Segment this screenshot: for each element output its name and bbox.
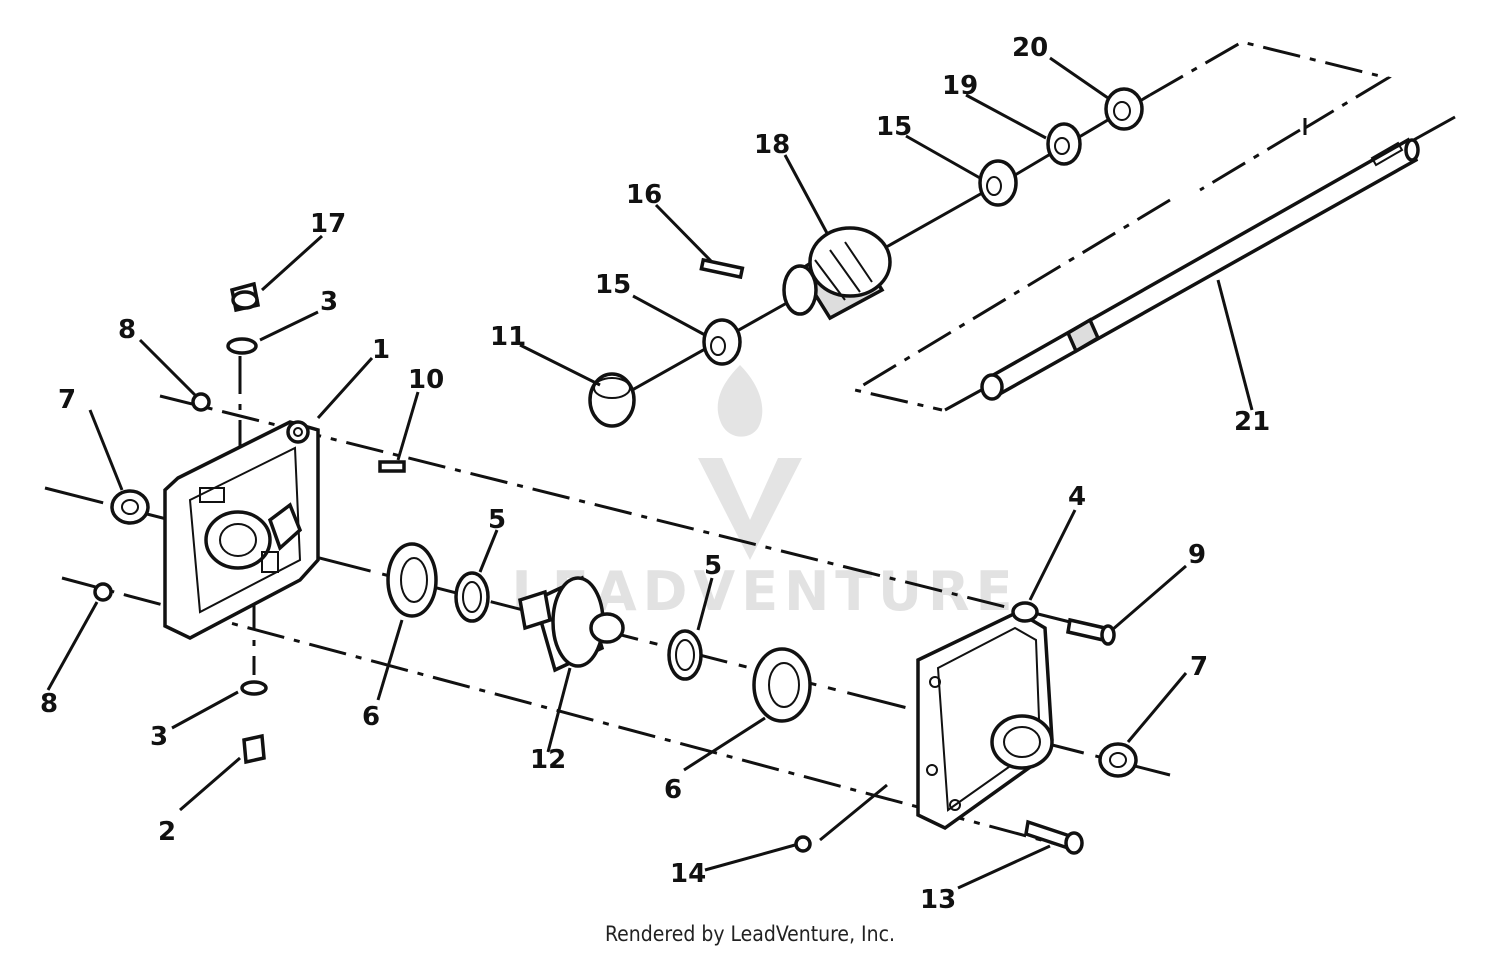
hardware bbox=[93, 257, 1138, 855]
callout-2: 2 bbox=[158, 817, 176, 847]
worm-gear-assembly bbox=[588, 87, 1144, 428]
callout-17: 17 bbox=[310, 209, 346, 239]
callout-19: 19 bbox=[942, 71, 978, 101]
long-shaft bbox=[980, 137, 1420, 401]
callout-21: 21 bbox=[1234, 407, 1270, 437]
callout-5a: 5 bbox=[488, 505, 506, 535]
callout-8b: 8 bbox=[40, 689, 58, 719]
drive-train-parts bbox=[386, 542, 812, 723]
callout-6b: 6 bbox=[664, 775, 682, 805]
callout-20: 20 bbox=[1012, 33, 1048, 63]
left-housing bbox=[163, 420, 320, 640]
callout-12: 12 bbox=[530, 745, 566, 775]
callout-1: 1 bbox=[372, 335, 390, 365]
callout-11: 11 bbox=[490, 322, 526, 352]
render-credit: Rendered by LeadVenture, Inc. bbox=[605, 922, 895, 946]
callout-8a: 8 bbox=[118, 315, 136, 345]
callout-7b: 7 bbox=[1190, 652, 1208, 682]
callout-14: 14 bbox=[670, 859, 706, 889]
callout-13: 13 bbox=[920, 885, 956, 915]
callout-labels: 1 2 3 3 4 5 5 6 6 7 7 8 8 9 10 11 12 13 … bbox=[40, 33, 1270, 915]
callout-16: 16 bbox=[626, 180, 662, 210]
callout-6a: 6 bbox=[362, 702, 380, 732]
callout-3b: 3 bbox=[150, 722, 168, 752]
callout-3a: 3 bbox=[320, 287, 338, 317]
callout-10: 10 bbox=[408, 365, 444, 395]
right-housing bbox=[916, 601, 1054, 831]
callout-9: 9 bbox=[1188, 540, 1206, 570]
callout-5b: 5 bbox=[704, 551, 722, 581]
leader-lines bbox=[46, 56, 1254, 890]
callout-15a: 15 bbox=[595, 270, 631, 300]
callout-15b: 15 bbox=[876, 112, 912, 142]
callout-7a: 7 bbox=[58, 385, 76, 415]
callout-18: 18 bbox=[754, 130, 790, 160]
callout-4: 4 bbox=[1068, 482, 1086, 512]
